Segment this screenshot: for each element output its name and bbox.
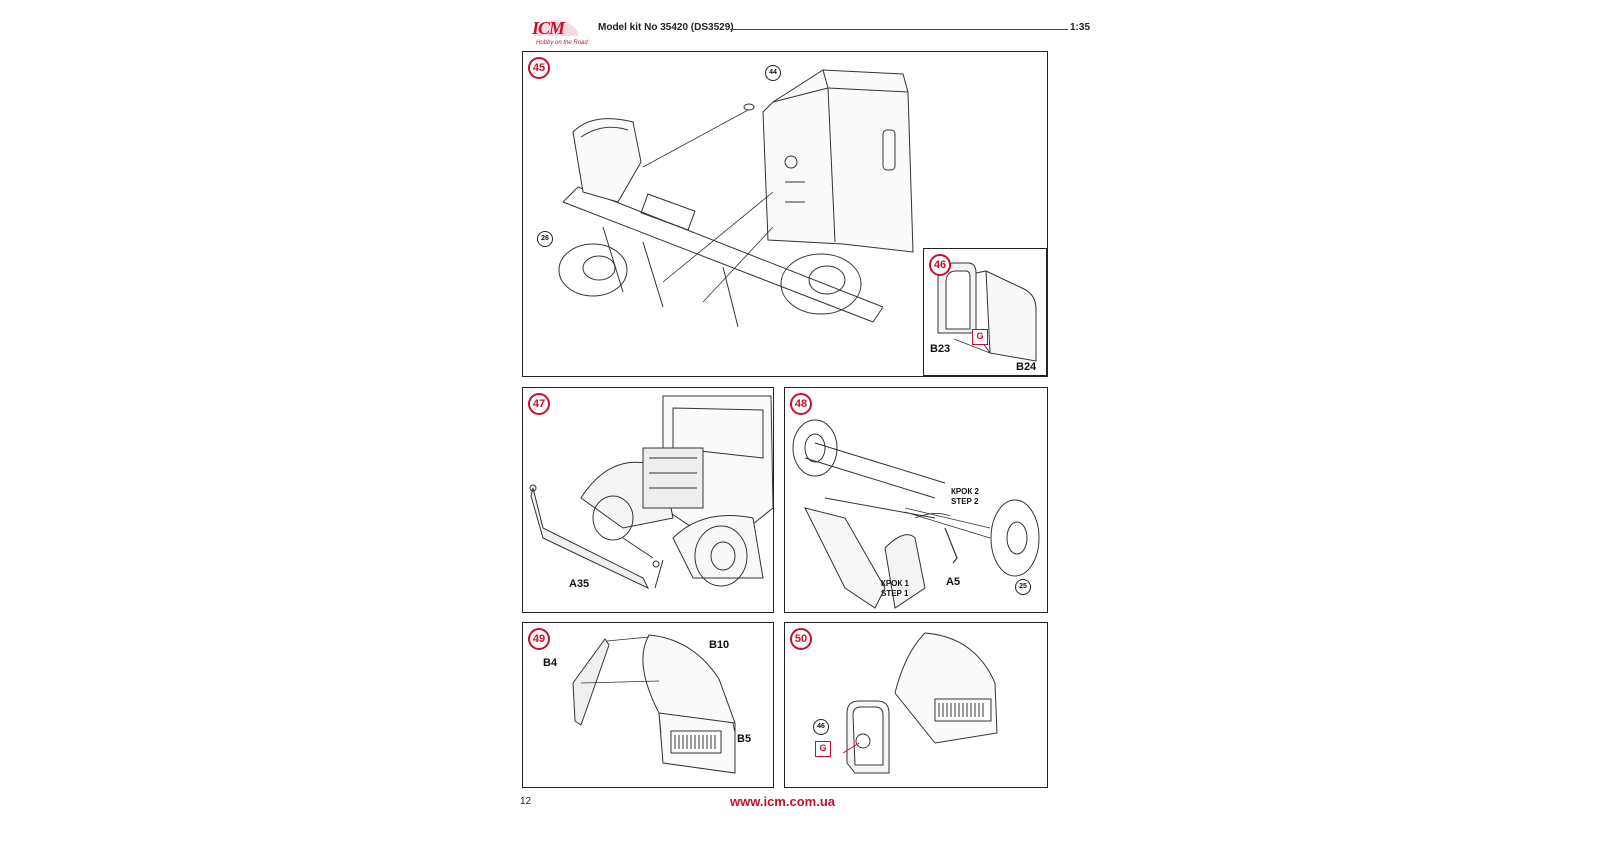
step-1-eng: STEP 1 <box>881 589 909 598</box>
step-48-label-step-1: КРОК 1 STEP 1 <box>881 579 909 599</box>
step-2-ukr: КРОК 2 <box>951 487 979 496</box>
logo-tagline: Hobby on the Road <box>536 40 588 46</box>
step-50-panel: 50 46 G <box>784 622 1048 788</box>
step-50-drawing <box>842 632 998 774</box>
step-47-drawing <box>529 395 774 590</box>
step-48-panel: 48 КРОК 2 STEP 2 КРОК 1 STEP 1 A5 25 <box>784 387 1048 613</box>
part-b4: B4 <box>543 657 558 669</box>
step-48-label-step-2: КРОК 2 STEP 2 <box>951 487 979 507</box>
step-45-number: 45 <box>528 57 550 79</box>
website-link[interactable]: www.icm.com.ua <box>730 794 835 809</box>
step-48-drawing <box>792 419 1040 609</box>
kit-title: Model kit No 35420 (DS3529) <box>598 22 734 33</box>
step-47-panel: 47 A35 <box>522 387 774 613</box>
scale-label: 1:35 <box>1070 22 1091 33</box>
part-a35: A35 <box>569 578 590 590</box>
step-49-panel: 49 B10 B4 B5 <box>522 622 774 788</box>
step-46-number: 46 <box>929 254 951 276</box>
step-2-eng: STEP 2 <box>951 497 979 506</box>
step-50-number: 50 <box>790 628 812 650</box>
part-a5: A5 <box>946 576 961 588</box>
step-46-drawing <box>937 262 1037 362</box>
step-45-panel: 45 44 26 46 G B23 B24 <box>522 51 1048 377</box>
part-b24: B24 <box>1016 361 1037 373</box>
icm-logo: ICM Hobby on the Road <box>530 14 588 54</box>
step-50-ref-46: 46 <box>813 719 829 735</box>
step-49-number: 49 <box>528 628 550 650</box>
step-48-ref-25: 25 <box>1015 579 1031 595</box>
step-48-number: 48 <box>790 393 812 415</box>
page-header: ICM Hobby on the Road Model kit No 35420… <box>530 14 1090 54</box>
step-45-ref-26: 26 <box>537 231 553 247</box>
step-50-color-code: G <box>815 741 831 757</box>
part-b10: B10 <box>709 639 730 651</box>
step-45-drawing <box>558 69 914 328</box>
step-45-ref-44: 44 <box>765 65 781 81</box>
part-b23: B23 <box>930 343 951 355</box>
step-1-ukr: КРОК 1 <box>881 579 909 588</box>
step-47-number: 47 <box>528 393 550 415</box>
page-number: 12 <box>520 796 532 807</box>
instruction-page: ICM Hobby on the Road Model kit No 35420… <box>520 0 1100 850</box>
header-rule <box>730 29 1068 30</box>
logo-car-icon <box>534 20 578 36</box>
step-46-panel: 46 G B23 B24 <box>923 248 1047 376</box>
step-49-drawing <box>572 634 736 774</box>
step-46-color-code: G <box>972 329 988 345</box>
part-b5: B5 <box>737 733 752 745</box>
logo-text: ICM <box>532 18 565 38</box>
